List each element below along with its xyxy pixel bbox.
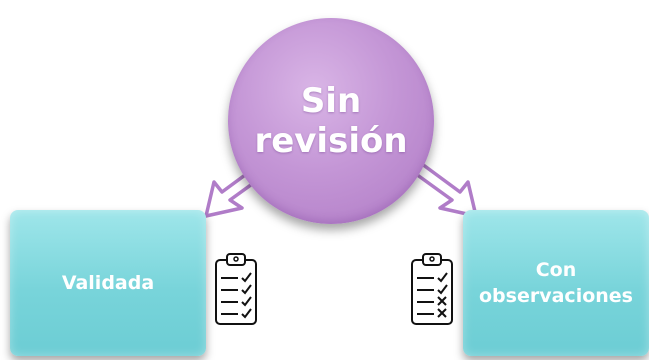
clipboard-checklist-x-icon [411, 253, 453, 325]
con-observaciones-node: Con observaciones [463, 210, 649, 356]
validada-label: Validada [61, 272, 155, 294]
clipboard-checklist-icon [215, 253, 257, 325]
validada-node: Validada [10, 210, 206, 356]
con-observaciones-label: Con observaciones [479, 259, 633, 307]
sin-revision-label: Sin revisión [254, 81, 408, 161]
sin-revision-node: Sin revisión [228, 18, 434, 224]
arrow-to-observaciones-icon [414, 162, 478, 218]
